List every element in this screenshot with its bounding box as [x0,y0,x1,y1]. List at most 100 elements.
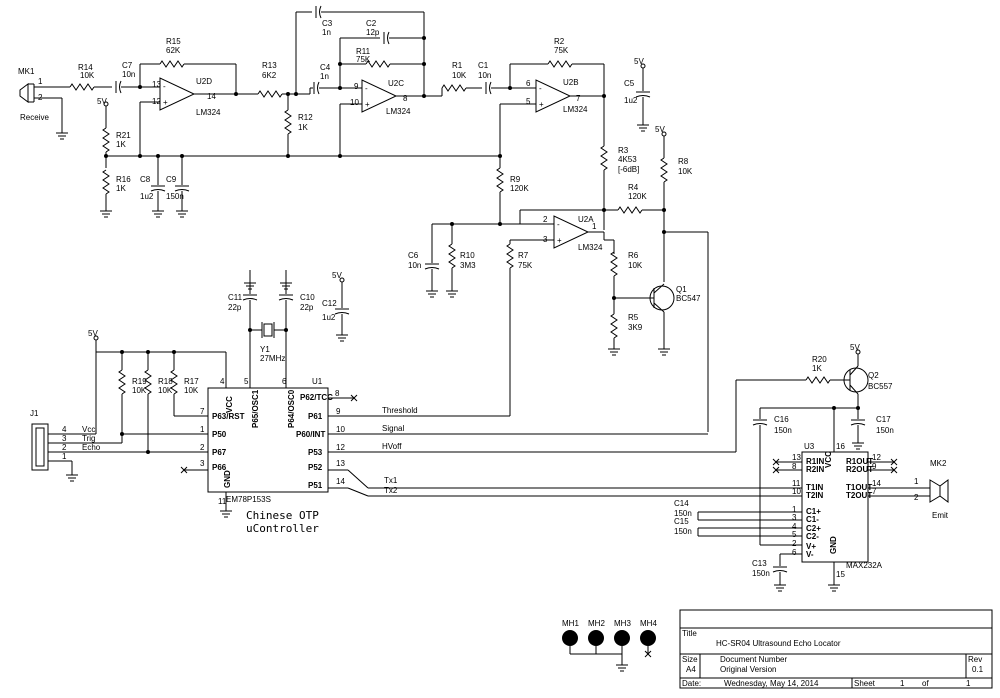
svg-text:150n: 150n [876,426,894,435]
svg-text:C5: C5 [624,79,635,88]
svg-text:5: 5 [792,530,797,539]
svg-text:10n: 10n [408,261,421,270]
mounting-holes: MH1 MH2 MH3 MH4 [562,619,657,672]
svg-text:12p: 12p [366,28,380,37]
svg-text:10: 10 [336,425,345,434]
svg-text:C12: C12 [322,299,337,308]
svg-text:C8: C8 [140,175,151,184]
svg-text:75K: 75K [554,46,569,55]
svg-text:LM324: LM324 [386,107,411,116]
svg-text:C2+: C2+ [806,524,821,533]
svg-text:C14: C14 [674,499,689,508]
svg-text:6: 6 [282,377,287,386]
svg-text:8: 8 [792,462,797,471]
svg-text:120K: 120K [510,184,529,193]
svg-text:Emit: Emit [932,511,949,520]
svg-text:13: 13 [336,459,345,468]
svg-text:C4: C4 [320,63,331,72]
svg-text:1: 1 [62,452,67,461]
svg-text:T2IN: T2IN [806,491,824,500]
svg-text:Vcc: Vcc [82,425,95,434]
svg-text:14: 14 [207,92,216,101]
svg-text:9: 9 [354,82,359,91]
svg-text:22p: 22p [228,303,242,312]
net-threshold: Threshold [382,406,418,415]
caption-line1: Chinese OTP [246,509,319,522]
svg-text:75K: 75K [518,261,533,270]
svg-text:R17: R17 [184,377,199,386]
svg-text:R19: R19 [132,377,147,386]
svg-text:Size: Size [682,655,698,664]
svg-text:1K: 1K [812,364,822,373]
svg-text:VCC: VCC [824,451,833,468]
svg-text:15: 15 [836,570,845,579]
svg-text:1u2: 1u2 [322,313,336,322]
svg-text:P64/OSC0: P64/OSC0 [287,389,296,428]
svg-text:10K: 10K [80,71,95,80]
svg-text:10K: 10K [628,261,643,270]
mk1-ref: MK1 [18,67,35,76]
svg-text:6: 6 [792,548,797,557]
svg-text:R3: R3 [618,146,629,155]
u2b-ref: U2B [563,78,579,87]
svg-text:22p: 22p [300,303,314,312]
svg-text:MH4: MH4 [640,619,657,628]
svg-text:8: 8 [403,94,408,103]
svg-text:8: 8 [335,389,340,398]
svg-text:12: 12 [336,443,345,452]
svg-text:13: 13 [792,453,801,462]
svg-text:Rev: Rev [968,655,982,664]
svg-text:10K: 10K [132,386,147,395]
svg-text:LM324: LM324 [578,243,603,252]
svg-text:P67: P67 [212,448,227,457]
svg-text:R10: R10 [460,251,475,260]
svg-text:Echo: Echo [82,443,101,452]
caption-line2: uController [246,522,319,535]
mk2-transducer: MK2 Emit [929,459,949,520]
svg-text:3: 3 [792,513,797,522]
svg-text:R2: R2 [554,37,565,46]
svg-text:GND: GND [829,536,838,554]
svg-text:10: 10 [792,487,801,496]
svg-text:1n: 1n [322,28,331,37]
svg-text:P65/OSC1: P65/OSC1 [251,389,260,428]
svg-text:10K: 10K [452,71,467,80]
svg-text:C2: C2 [366,19,377,28]
svg-text:2: 2 [62,443,67,452]
svg-text:11: 11 [792,479,801,488]
svg-text:1n: 1n [320,72,329,81]
svg-text:5V: 5V [332,271,342,280]
svg-text:120K: 120K [628,192,647,201]
svg-text:3: 3 [62,434,67,443]
svg-text:T1OUT: T1OUT [846,483,872,492]
svg-text:LM324: LM324 [196,108,221,117]
svg-text:[-6dB]: [-6dB] [618,165,639,174]
svg-text:2: 2 [543,215,548,224]
svg-text:Trig: Trig [82,434,95,443]
svg-text:2: 2 [914,493,919,502]
svg-text:4: 4 [792,522,797,531]
svg-text:R18: R18 [158,377,173,386]
svg-text:V-: V- [806,550,814,559]
svg-text:12: 12 [872,453,881,462]
svg-text:10K: 10K [678,167,693,176]
svg-text:1: 1 [792,505,797,514]
svg-text:1: 1 [914,477,919,486]
u2c-ref: U2C [388,79,404,88]
svg-text:LM324: LM324 [563,105,588,114]
svg-text:C1: C1 [478,61,489,70]
svg-text:Wednesday, May 14, 2014: Wednesday, May 14, 2014 [724,679,819,688]
svg-text:V+: V+ [806,542,816,551]
svg-text:R7: R7 [518,251,529,260]
svg-text:Q2: Q2 [868,371,879,380]
svg-text:Original Version: Original Version [720,665,776,674]
svg-text:C1+: C1+ [806,507,821,516]
svg-text:C3: C3 [322,19,333,28]
svg-text:1: 1 [900,679,905,688]
svg-text:C10: C10 [300,293,315,302]
svg-text:T1IN: T1IN [806,483,824,492]
svg-text:14: 14 [872,479,881,488]
svg-text:Document Number: Document Number [720,655,787,664]
